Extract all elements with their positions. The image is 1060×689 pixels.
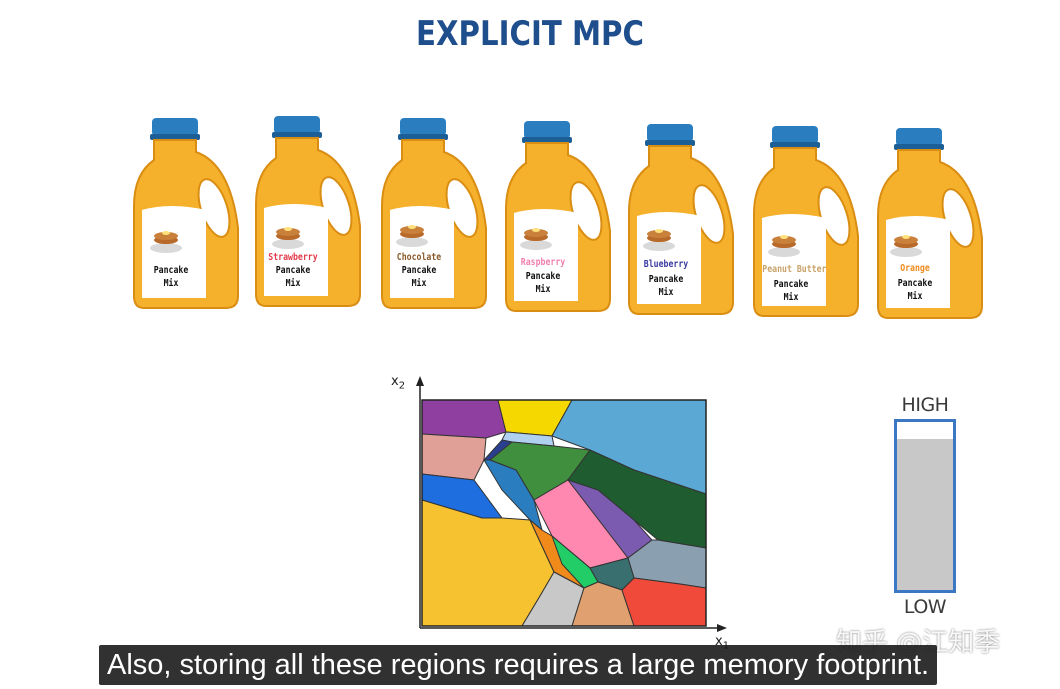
bottle-line1-label: Pancake	[275, 265, 311, 276]
bottle-line2-label: Mix	[411, 278, 427, 289]
bottle-line1-label: Pancake	[153, 265, 189, 276]
bottle-flavor-label: Blueberry	[643, 259, 689, 270]
bottle-line2-label: Mix	[658, 287, 674, 298]
pancake-mix-bottle: Pancake Mix	[130, 118, 242, 318]
bottle-line1-label: Pancake	[897, 278, 933, 289]
bottle-line1-label: Pancake	[525, 271, 561, 282]
bottle-flavor-label: Orange	[900, 263, 930, 274]
meter-high-label: HIGH	[901, 394, 949, 416]
plot-frame	[421, 399, 707, 627]
region	[566, 479, 653, 559]
bottle-line1-label: Pancake	[773, 279, 809, 290]
bottle-icon	[505, 121, 611, 312]
bottle-line2-label: Mix	[907, 291, 923, 302]
region-partition-diagram	[416, 376, 727, 632]
meter-fill	[897, 438, 953, 590]
bottle-line2-label: Mix	[535, 284, 551, 295]
region	[483, 459, 543, 532]
blueberry-pancake-mix-bottle: Blueberry Pancake Mix	[625, 124, 737, 324]
y-axis-label: x2	[391, 374, 406, 392]
bottle-line2-label: Mix	[163, 278, 179, 289]
slide-title: EXPLICIT MPC	[416, 14, 644, 54]
bottle-flavor-label: Chocolate	[396, 252, 442, 263]
subtitle-caption: Also, storing all these regions requires…	[99, 645, 938, 685]
bottle-line2-label: Mix	[783, 292, 799, 303]
region	[421, 399, 507, 439]
memory-meter: HIGH LOW	[880, 392, 970, 622]
meter-low-label: LOW	[903, 596, 947, 618]
x-axis-arrow-icon	[717, 624, 727, 632]
peanut-butter-pancake-mix-bottle: Peanut Butter Pancake Mix	[750, 126, 862, 326]
raspberry-pancake-mix-bottle: Raspberry Pancake Mix	[502, 121, 614, 321]
bottle-icon	[255, 116, 361, 307]
bottle-icon	[753, 126, 859, 317]
bottle-flavor-label: Peanut Butter	[762, 264, 827, 275]
partition-plot: x2 x1	[385, 372, 735, 652]
bottle-line1-label: Pancake	[401, 265, 437, 276]
bottle-line2-label: Mix	[285, 278, 301, 289]
bottle-icon	[381, 118, 487, 309]
orange-pancake-mix-bottle: Orange Pancake Mix	[874, 128, 986, 328]
bottle-line1-label: Pancake	[648, 274, 684, 285]
y-axis-arrow-icon	[416, 376, 424, 386]
bottle-icon	[133, 118, 239, 309]
strawberry-pancake-mix-bottle: Strawberry Pancake Mix	[252, 116, 364, 316]
bottle-row: Pancake Mix Strawberry Pancake Mix	[130, 112, 990, 327]
region	[421, 433, 487, 481]
chocolate-pancake-mix-bottle: Chocolate Pancake Mix	[378, 118, 490, 318]
meter-frame	[894, 419, 956, 593]
bottle-icon	[877, 128, 983, 319]
bottle-flavor-label: Strawberry	[268, 252, 318, 263]
bottle-flavor-label: Raspberry	[520, 257, 566, 268]
bottle-icon	[628, 124, 734, 315]
